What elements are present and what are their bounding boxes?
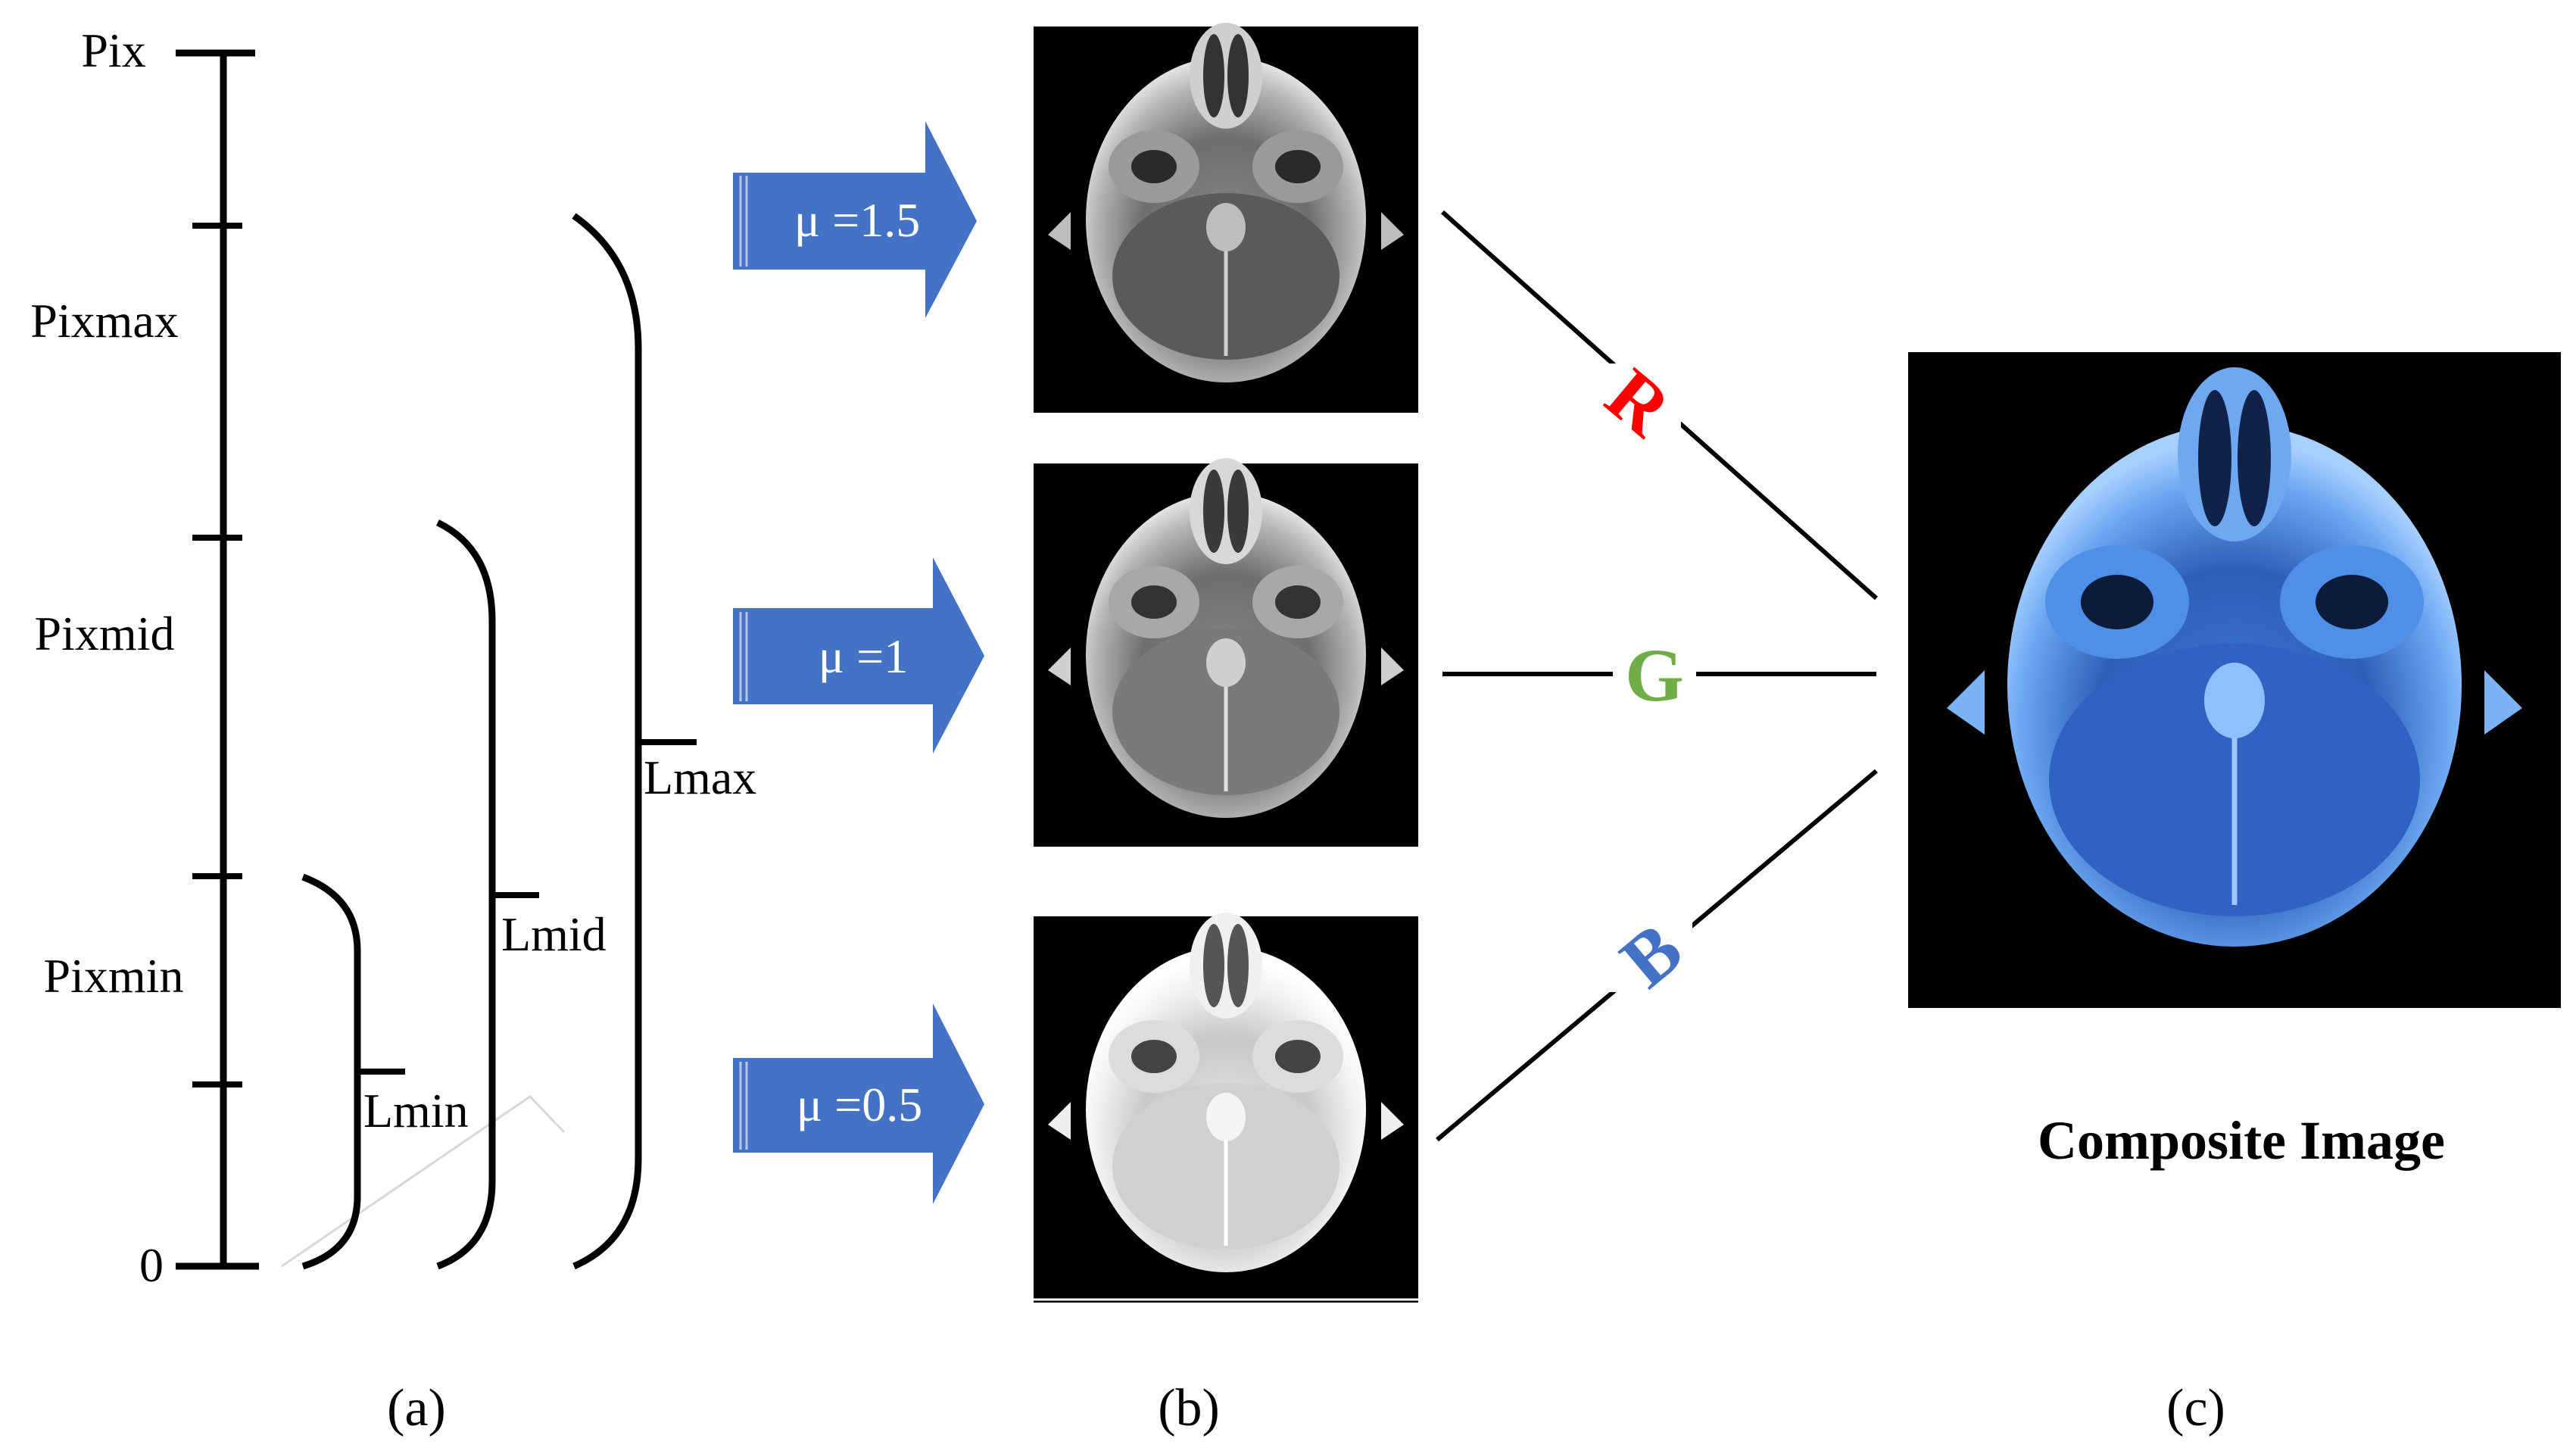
panel-label-c: (c) [2166, 1379, 2225, 1437]
composite-caption: Composite Image [2038, 1110, 2445, 1171]
channel-letter-g: G [1625, 633, 1684, 717]
scale-top-label: Pix [81, 23, 145, 77]
gamma-arrow-1: μ =1.5 [733, 121, 977, 318]
gamma-arrow-2: μ =1 [733, 557, 984, 754]
segment-label-pixmax: Pixmax [30, 294, 179, 348]
gamma-arrow-3: μ =0.5 [733, 1003, 984, 1204]
panel-labels: (a) (b) (c) [387, 1379, 2225, 1437]
mri-image-gamma-1 [1034, 458, 1418, 847]
intensity-scale: Pix 0 Pixmax Pixmid Pixmin Lmin Lmid Lma… [30, 23, 1417, 1292]
lmax-bracket [572, 213, 642, 1270]
gamma-arrow-label: μ =1 [819, 629, 908, 683]
lmin-label: Lmin [363, 1084, 469, 1137]
channel-connectors: R G B [1436, 210, 1878, 1142]
gamma-arrow-label: μ =1.5 [794, 193, 920, 247]
lmax-label: Lmax [644, 750, 756, 804]
lmin-bracket [301, 873, 361, 1270]
composite-image: Composite Image [1908, 352, 2561, 1171]
lmid-label: Lmid [501, 907, 607, 961]
gamma-arrows: μ =1.5 μ =1 μ =0.5 [733, 121, 984, 1204]
panel-label-a: (a) [387, 1379, 446, 1437]
mri-image-gamma-1-5 [1034, 23, 1418, 413]
panel-label-b: (b) [1158, 1379, 1220, 1437]
segment-label-pixmin: Pixmin [44, 949, 184, 1003]
segment-label-pixmid: Pixmid [35, 607, 175, 660]
mri-image-gamma-0-5 [1034, 913, 1418, 1303]
lmid-bracket [436, 519, 496, 1270]
scale-bottom-label: 0 [139, 1238, 164, 1292]
gamma-arrow-label: μ =0.5 [797, 1078, 922, 1131]
faint-artifact-line [281, 1095, 566, 1268]
